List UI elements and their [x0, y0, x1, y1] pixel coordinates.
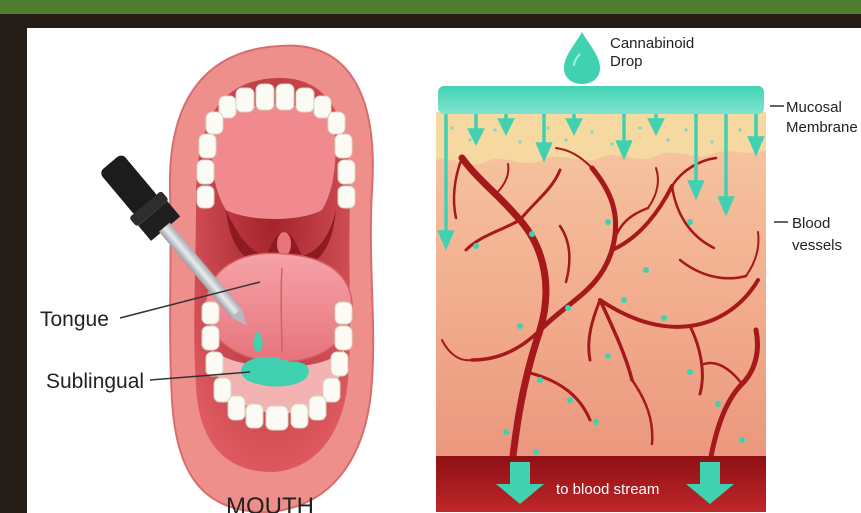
sublingual-label: Sublingual: [46, 370, 144, 393]
uvula: [277, 232, 291, 256]
mucosal-label-line2: Membrane: [786, 119, 858, 136]
mucosal-label-line1: Mucosal: [786, 99, 842, 116]
blood-vessels-label-line1: Blood: [792, 215, 830, 232]
palate: [212, 105, 336, 220]
cannabinoid-layer: [438, 86, 764, 114]
blood-stream-label: to blood stream: [556, 481, 659, 498]
tongue-label: Tongue: [40, 308, 109, 331]
mouth-label: MOUTH: [226, 493, 314, 513]
tissue-cross-section: to blood stream: [436, 86, 766, 512]
cannabinoid-drop-icon: [564, 32, 600, 84]
drop-label-line2: Drop: [610, 53, 643, 70]
tongue-groove: [281, 268, 282, 352]
blood-vessels-label-line2: vessels: [792, 237, 842, 254]
drop-label-line1: Cannabinoid: [610, 35, 694, 52]
tissue-block: [436, 112, 766, 510]
